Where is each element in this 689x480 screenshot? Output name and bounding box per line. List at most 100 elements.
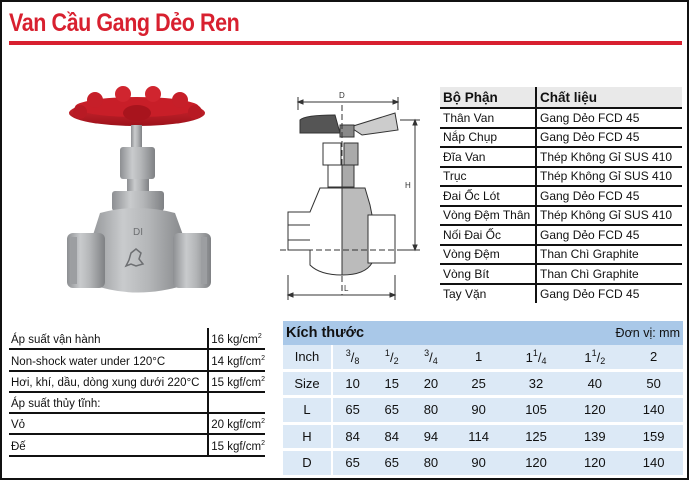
- pressure-value: [207, 391, 265, 415]
- cell: 84: [333, 424, 373, 451]
- part-material: Gang Dẻo FCD 45: [536, 225, 682, 246]
- cell: 120: [565, 398, 625, 425]
- table-row: L 65 65 80 90 105 120 140: [283, 398, 683, 425]
- part-name: Trục: [440, 166, 537, 187]
- pressure-label: Đế: [9, 434, 209, 457]
- cell: 65: [333, 398, 373, 425]
- pressure-value: 15 kgf/cm2: [207, 370, 265, 393]
- part-name: Đĩa Van: [440, 147, 537, 168]
- pressure-label: Áp suất thủy tĩnh:: [9, 391, 209, 415]
- cell: 65: [372, 451, 412, 478]
- cell: 80: [411, 451, 451, 478]
- inch-value: 1: [450, 345, 507, 372]
- inch-value: 3/4: [411, 345, 451, 372]
- row-label: H: [283, 424, 333, 451]
- pressure-value: 20 kgf/cm2: [207, 413, 265, 436]
- part-name: Nối Đai Ốc: [440, 225, 537, 246]
- svg-text:D: D: [339, 91, 345, 100]
- pressure-label: Vỏ: [9, 413, 209, 436]
- row-label: Inch: [283, 345, 333, 372]
- inch-value: 1/2: [372, 345, 412, 372]
- part-material: Thép Không Gỉ SUS 410: [536, 147, 682, 168]
- cell: 25: [450, 371, 507, 398]
- part-material: Thép Không Gỉ SUS 410: [536, 166, 682, 187]
- pressure-value: 16 kg/cm2: [207, 328, 265, 351]
- cell: 105: [506, 398, 566, 425]
- part-name: Vòng Đệm Thân: [440, 205, 537, 226]
- svg-text:L: L: [344, 284, 349, 293]
- cell: 140: [624, 451, 683, 478]
- part-name: Nắp Chụp: [440, 127, 537, 148]
- inch-value: 11/2: [565, 345, 625, 372]
- table-header-row: Bộ Phận Chất liệu: [440, 87, 682, 109]
- pressure-value: 15 kgf/cm2: [207, 434, 265, 457]
- part-material: Than Chì Graphite: [536, 264, 682, 285]
- page-title: Van Cầu Gang Dẻo Ren: [9, 9, 240, 37]
- cell: 20: [411, 371, 451, 398]
- inch-value: 2: [624, 345, 683, 372]
- title-underline: [9, 41, 682, 45]
- valve-product-photo: DI: [67, 86, 211, 293]
- part-name: Vòng Bít: [440, 264, 537, 285]
- dimensions-header: Kích thước Đơn vị: mm: [283, 321, 683, 345]
- part-name: Tay Vặn: [440, 283, 537, 303]
- part-material: Gang Dẻo FCD 45: [536, 127, 682, 148]
- cell: 15: [372, 371, 412, 398]
- cell: 90: [450, 398, 507, 425]
- header-part: Bộ Phận: [440, 87, 537, 109]
- pressure-label: Áp suất vận hành: [9, 328, 209, 351]
- part-material: Gang Dẻo FCD 45: [540, 286, 640, 301]
- part-name: Đai Ốc Lót: [440, 186, 537, 207]
- table-row: H 84 84 94 114 125 139 159: [283, 424, 683, 451]
- part-name: Vòng Đệm: [440, 244, 537, 265]
- inch-row: Inch 3/8 1/2 3/4 1 11/4 11/2 2: [283, 345, 683, 372]
- handwheel-icon: [69, 86, 205, 126]
- inch-value: 3/8: [333, 345, 373, 372]
- cell: 90: [450, 451, 507, 478]
- pressure-label: Hơi, khí, dầu, dòng xung dưới 220°C: [9, 370, 209, 393]
- table-row: D 65 65 80 90 120 120 140: [283, 451, 683, 478]
- valve-technical-drawing: D H L: [280, 91, 420, 300]
- inch-value: 11/4: [506, 345, 566, 372]
- cell: 120: [506, 451, 566, 478]
- part-material: Thép Không Gỉ SUS 410: [536, 205, 682, 226]
- cell: 84: [372, 424, 412, 451]
- part-material: Gang Dẻo FCD 45: [536, 108, 682, 129]
- cell: 139: [565, 424, 625, 451]
- cell: 114: [450, 424, 507, 451]
- cell: 80: [411, 398, 451, 425]
- cell: 120: [565, 451, 625, 478]
- header-material: Chất liệu: [536, 87, 682, 109]
- pressure-label: Non-shock water under 120°C: [9, 349, 209, 372]
- cell: 159: [624, 424, 683, 451]
- cell: 94: [411, 424, 451, 451]
- cell: 140: [624, 398, 683, 425]
- cell: 32: [506, 371, 566, 398]
- row-label: Size: [283, 371, 333, 398]
- part-name: Thân Van: [440, 108, 537, 129]
- row-label: D: [283, 451, 333, 478]
- dimensions-table: Kích thước Đơn vị: mm Inch 3/8 1/2 3/4 1…: [283, 321, 683, 478]
- frame-top-border: [0, 0, 689, 2]
- cell: 50: [624, 371, 683, 398]
- row-label: L: [283, 398, 333, 425]
- part-material: Than Chì Graphite: [536, 244, 682, 265]
- dimensions-title: Kích thước: [286, 325, 365, 341]
- dimensions-unit: Đơn vị: mm: [615, 326, 680, 340]
- cell: 10: [333, 371, 373, 398]
- svg-text:DI: DI: [133, 227, 143, 238]
